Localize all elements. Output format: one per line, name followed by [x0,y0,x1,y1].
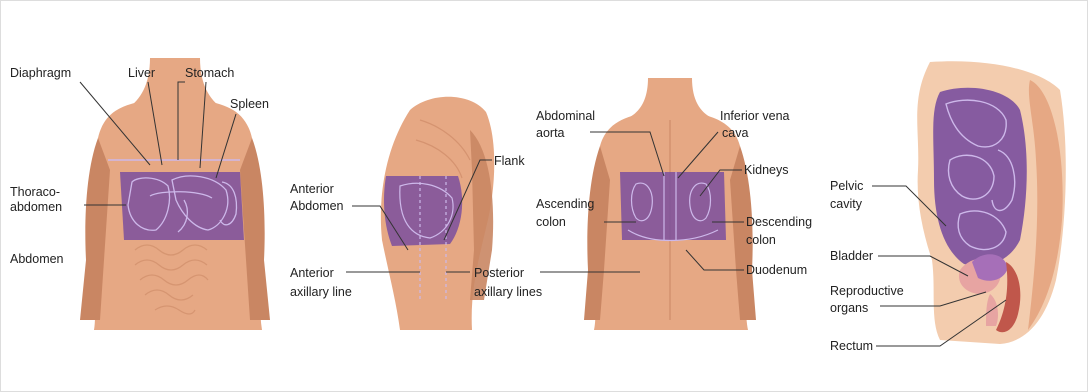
label-anterior-abdomen-line2: Abdomen [290,199,344,213]
label-anterior-axillary-line2: axillary line [290,285,352,299]
label-kidneys: Kidneys [744,163,788,177]
pelvis-abdominal-cavity [933,88,1027,266]
label-anterior-axillary-line1: Anterior [290,266,334,280]
label-liver: Liver [128,66,155,80]
label-pelvic-cavity-line1: Pelvic [830,179,863,193]
label-diaphragm: Diaphragm [10,66,71,80]
label-rectum: Rectum [830,339,873,353]
label-abdominal-aorta-line1: Abdominal [536,109,595,123]
pelvis-illustration [917,61,1066,344]
label-reproductive-organs-line1: Reproductive [830,284,904,298]
label-anterior-abdomen-line1: Anterior [290,182,334,196]
label-stomach: Stomach [185,66,234,80]
label-inferior-vena-cava-line2: cava [722,126,748,140]
label-ascending-colon-line1: Ascending [536,197,594,211]
label-abdomen: Abdomen [10,252,64,266]
label-pelvic-cavity-line2: cavity [830,197,863,211]
label-descending-colon-line2: colon [746,233,776,247]
front-thoraco-abdomen-region [120,172,244,240]
label-bladder: Bladder [830,249,873,263]
label-thoraco-abdomen-line2: abdomen [10,200,62,214]
label-posterior-axillary-line2: axillary lines [474,285,542,299]
side-abdomen-region [384,176,462,246]
label-spleen: Spleen [230,97,269,111]
label-thoraco-abdomen-line1: Thoraco- [10,185,60,199]
label-reproductive-organs-line2: organs [830,301,868,315]
label-ascending-colon-line2: colon [536,215,566,229]
label-abdominal-aorta-line2: aorta [536,126,565,140]
label-flank: Flank [494,154,525,168]
label-descending-colon-line1: Descending [746,215,812,229]
label-posterior-axillary-line1: Posterior [474,266,524,280]
label-duodenum: Duodenum [746,263,807,277]
label-inferior-vena-cava-line1: Inferior vena [720,109,790,123]
